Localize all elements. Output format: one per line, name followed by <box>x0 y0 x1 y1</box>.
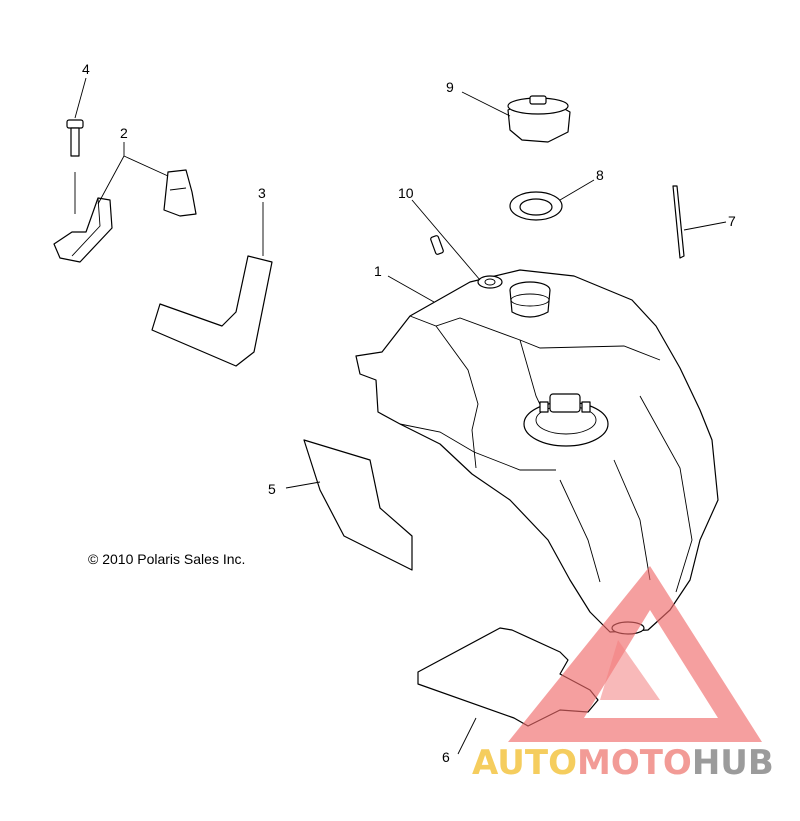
callout-1: 1 <box>374 263 382 279</box>
callout-9: 9 <box>446 79 454 95</box>
callout-4: 4 <box>82 61 90 77</box>
bolt-part-4 <box>66 119 84 214</box>
callout-labels: 4 2 3 9 8 7 10 1 5 6 <box>82 61 736 765</box>
copyright-text: © 2010 Polaris Sales Inc. <box>88 551 245 567</box>
callout-3: 3 <box>258 185 266 201</box>
callout-8: 8 <box>596 167 604 183</box>
hose-part-7 <box>672 185 685 259</box>
watermark-text: AUTOMOTOHUB <box>472 743 774 783</box>
bracket-part-2 <box>53 169 197 263</box>
watermark-logo: AUTOMOTOHUB <box>472 566 774 783</box>
fuel-tank-part-1 <box>355 269 719 635</box>
fuel-cap-part-9 <box>507 95 571 143</box>
callout-10: 10 <box>398 185 414 201</box>
callout-2: 2 <box>120 125 128 141</box>
callout-7: 7 <box>728 213 736 229</box>
leader-lines <box>74 77 727 755</box>
watermark-triangle <box>508 566 762 742</box>
callout-5: 5 <box>268 481 276 497</box>
strip-part-3 <box>151 255 273 367</box>
pin-part-10 <box>430 235 444 255</box>
callout-6: 6 <box>442 749 450 765</box>
gasket-ring-part-8 <box>509 191 563 221</box>
pad-part-5 <box>303 439 413 571</box>
